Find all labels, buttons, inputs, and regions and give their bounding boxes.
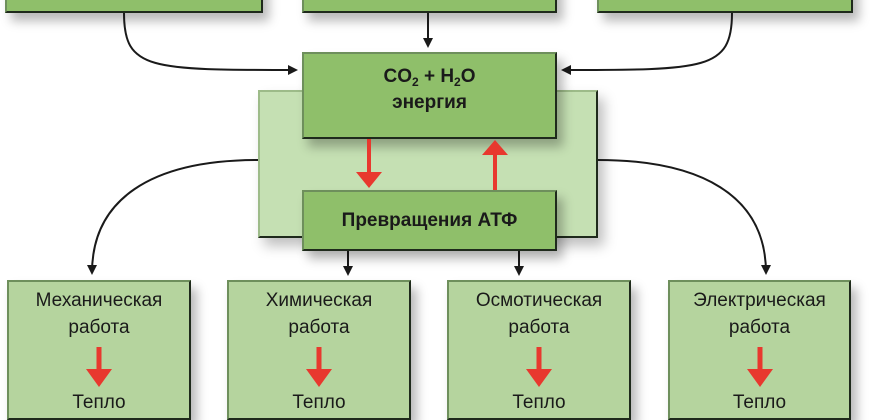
formula-co: CO xyxy=(383,66,412,87)
red-down-arrow-icon xyxy=(306,347,332,387)
formula-plus-h: + H xyxy=(418,66,455,87)
arrow-left-source-to-center xyxy=(123,12,298,75)
formula-sub-2a: 2 xyxy=(411,75,419,89)
work-label: работа xyxy=(68,317,130,338)
red-down-arrow-icon xyxy=(526,347,552,387)
energy-label: энергия xyxy=(392,92,467,113)
work-box-chemical: Химическая работа Тепло xyxy=(227,280,411,420)
work-type-label: Электрическая xyxy=(693,290,826,311)
heat-label: Тепло xyxy=(72,392,126,413)
co2-water-formula: CO2 + H2O xyxy=(304,64,555,90)
work-box-osmotic: Осмотическая работа Тепло xyxy=(447,280,631,420)
arrow-panel-to-electrical xyxy=(597,159,771,275)
atp-conversion-box: Превращения АТФ xyxy=(302,190,557,251)
arrow-right-source-to-center xyxy=(561,12,733,75)
heat-label: Тепло xyxy=(512,392,566,413)
red-down-arrow-icon xyxy=(746,347,773,387)
heat-label: Тепло xyxy=(732,392,787,413)
work-type-label: Химическая xyxy=(265,290,373,311)
work-label: работа xyxy=(508,317,570,338)
work-type-label: Механическая xyxy=(35,290,163,311)
work-label: работа xyxy=(288,317,350,338)
work-type-label: Осмотическая xyxy=(475,290,603,311)
red-down-arrow-icon xyxy=(86,347,112,387)
formula-sub-2b: 2 xyxy=(454,75,461,89)
heat-label: Тепло xyxy=(292,392,346,413)
atp-conversion-label: Превращения АТФ xyxy=(341,210,518,231)
source-box-center xyxy=(302,0,557,13)
work-label: работа xyxy=(728,317,791,338)
source-box-left xyxy=(5,0,263,13)
co2-water-energy-box: CO2 + H2O энергия xyxy=(302,52,557,139)
work-box-mechanical: Механическая работа Тепло xyxy=(7,280,191,420)
formula-o: O xyxy=(460,66,476,87)
work-box-electrical: Электрическая работа Тепло xyxy=(668,280,851,420)
arrow-panel-to-mechanical xyxy=(87,159,259,275)
source-box-right xyxy=(597,0,853,13)
